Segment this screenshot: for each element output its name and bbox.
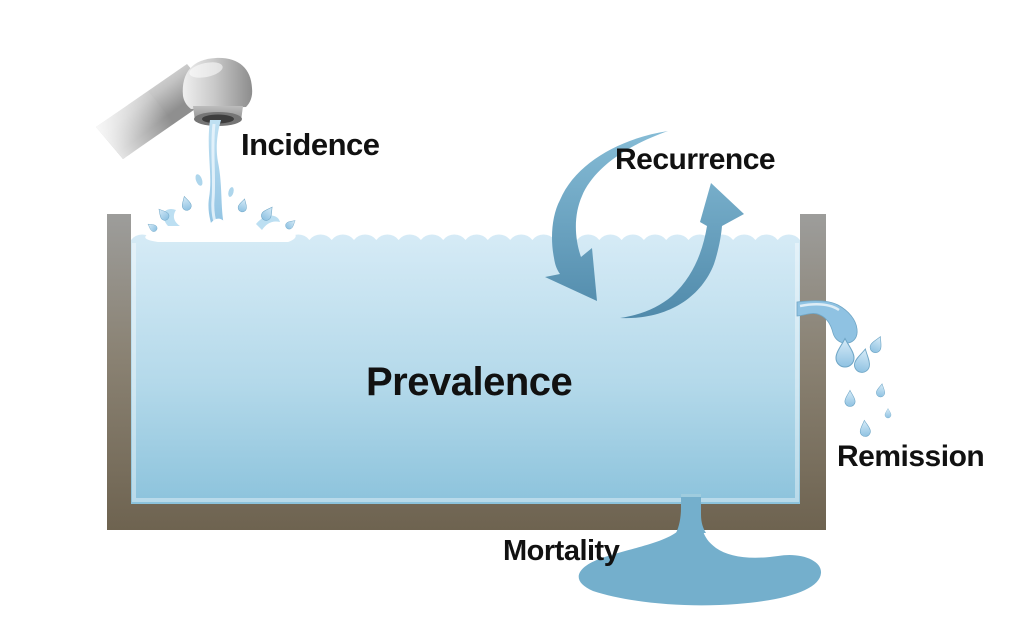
tub-bottom-wall [107, 504, 826, 530]
recurrence-label: Recurrence [615, 143, 776, 176]
prevalence-label: Prevalence [366, 360, 573, 404]
remission-outflow [796, 300, 892, 438]
mortality-puddle [578, 531, 822, 606]
recurrence-arrows-icon [545, 131, 744, 319]
remission-label: Remission [837, 440, 985, 473]
water-splash [145, 195, 298, 242]
incidence-label: Incidence [241, 127, 380, 162]
water-inner-highlight [132, 243, 799, 502]
incidence-stream [195, 120, 234, 231]
mortality-label: Mortality [503, 535, 620, 567]
water-body [131, 234, 800, 505]
recurrence-arrow-left [545, 131, 668, 301]
tub-left-wall [107, 214, 131, 530]
recurrence-arrow-right [620, 183, 744, 319]
bathtub-walls [107, 214, 826, 530]
mortality-leak [578, 494, 822, 606]
faucet-icon [96, 57, 253, 159]
tub-right-wall [800, 214, 826, 530]
